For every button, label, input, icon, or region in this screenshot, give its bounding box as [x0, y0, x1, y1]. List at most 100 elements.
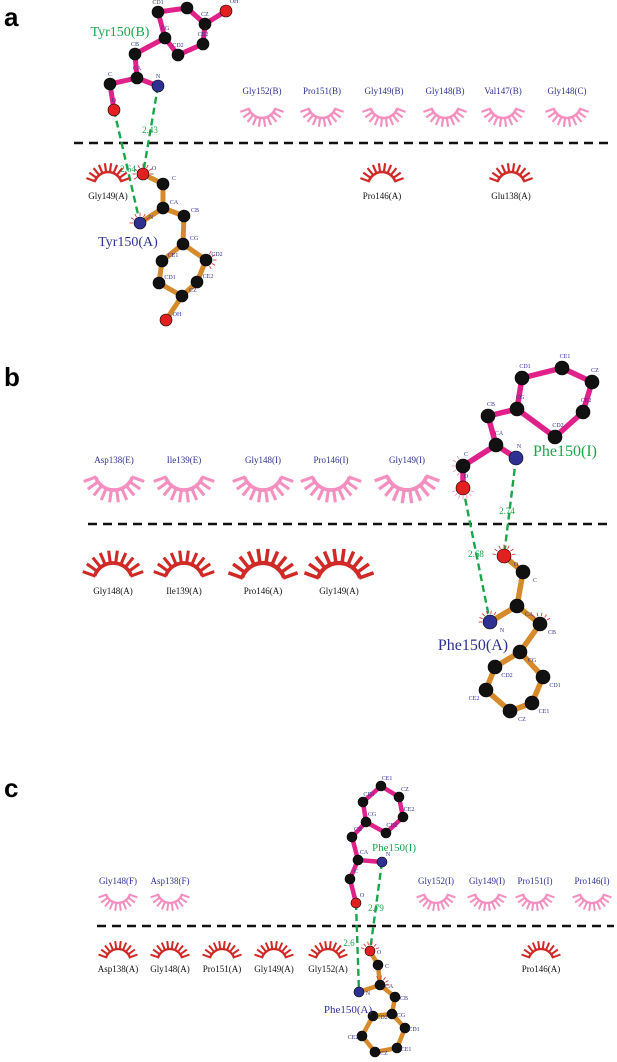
- contact-arc-c-bottom-5: [521, 940, 561, 959]
- contact-arc-b-bottom-3: [303, 548, 375, 580]
- tyr150b-atom-cg: [158, 31, 172, 45]
- phe150i-c-atom-cz: [393, 791, 405, 803]
- phe150a-c-atom-label: CD1: [408, 1027, 419, 1033]
- phe150i-c-atom-label: CD2: [386, 823, 397, 829]
- tyr150b-atom-label: OH: [230, 0, 239, 5]
- phe150a-b-cb-contact-spikes: [532, 612, 551, 621]
- phe150a-b-atom-label: C: [533, 578, 537, 584]
- contact-label-b-top-1: Ile139(E): [167, 455, 201, 465]
- contact-label-a-bottom-0: Gly149(A): [88, 191, 128, 201]
- contact-layer: [82, 107, 612, 959]
- tyr150b-atom-ce1: [180, 1, 194, 15]
- tyr150a-atom-cz: [175, 289, 189, 303]
- contact-label-b-bottom-0: Gly148(A): [93, 586, 133, 596]
- phe150i-c-atom-label: N: [386, 852, 391, 858]
- phe150i-b-atom-c: [455, 458, 471, 474]
- tyr150a-atom-label: CB: [191, 208, 199, 214]
- phe150i-b-atom-label: CB: [487, 402, 495, 408]
- contact-arc-c-bottom-1: [150, 940, 190, 959]
- tyr150a-atom-ce1: [155, 254, 169, 268]
- phe150i-c-atom-label: CD1: [363, 792, 374, 798]
- phe150i-b-c-contact-spikes: [451, 455, 460, 477]
- phe150i-c-atom-cg: [360, 816, 372, 828]
- phe150i-b-atom-label: CA: [495, 431, 504, 437]
- phe150i-c-atom-label: CZ: [401, 787, 409, 793]
- tyr150a-atom-ce2: [190, 275, 204, 289]
- phe150i-c-atom-label: CE1: [382, 776, 393, 782]
- contact-arc-b-top-0: [83, 475, 145, 503]
- phe150a-b-atom-label: CD2: [501, 673, 512, 679]
- phe150a-c-atom-label: CG: [397, 1013, 406, 1019]
- hbond-b-2: [461, 487, 492, 623]
- phe150i-b-atom-cd1: [514, 370, 530, 386]
- hbond-c-2: [354, 902, 361, 993]
- phe150i-b-atom-label: CZ: [591, 368, 599, 374]
- phe150i-b-atom-cd2: [547, 429, 563, 445]
- residue-label-phe150a-b: Phe150(A): [438, 637, 508, 654]
- contact-arc-b-bottom-2: [227, 548, 299, 580]
- contact-arc-a-top-5: [545, 107, 589, 127]
- phe150a-b-atom-cd2: [487, 659, 503, 675]
- phe150i-b-atom-ce2: [575, 404, 591, 420]
- contact-label-a-top-2: Gly149(B): [365, 86, 404, 96]
- phe150i-b-atom-n: [508, 450, 524, 466]
- tyr150b-atom-label: O: [112, 98, 117, 104]
- contact-label-c-bottom-1: Gly148(A): [150, 964, 190, 974]
- tyr150b-atom-label: CA: [133, 66, 142, 72]
- contact-arc-a-bottom-1: [360, 163, 404, 183]
- tyr150a-atom-c: [156, 177, 170, 191]
- phe150a-c-atom-label: CA: [385, 984, 394, 990]
- tyr150b-atom-label: CD2: [172, 43, 183, 49]
- tyr150b-atom-label: CG: [161, 26, 170, 32]
- tyr150a-atom-cg: [176, 237, 190, 251]
- tyr150a-atom-ca: [156, 201, 170, 215]
- phe150a-c-atom-ce2: [356, 1030, 368, 1042]
- phe150a-c-atom-cz: [369, 1046, 381, 1058]
- tyr150a-atom-cb: [177, 209, 191, 223]
- phe150a-b-atom-label: O: [514, 562, 519, 568]
- tyr150a-atom-cd2: [199, 253, 213, 267]
- hbond-b-1: [502, 457, 518, 557]
- contact-label-b-bottom-1: Ile139(A): [166, 586, 202, 596]
- phe150a-c-atom-cb: [389, 991, 401, 1003]
- tyr150a-atom-label: C: [172, 176, 176, 182]
- phe150i-b-atom-label: CE2: [581, 398, 592, 404]
- tyr150b-atom-label: CB: [131, 42, 139, 48]
- tyr150b-atom-label: C: [108, 72, 112, 78]
- phe150a-c-atom-cd2: [367, 1010, 379, 1022]
- phe150i-b-atom-label: CD1: [519, 364, 530, 370]
- tyr150a-atom-oh: [159, 313, 173, 327]
- contact-label-b-bottom-2: Pro146(A): [244, 586, 283, 596]
- contact-label-b-bottom-3: Gly149(A): [319, 586, 359, 596]
- phe150a-b-atom-label: CB: [548, 630, 556, 636]
- phe150i-b-atom-label: O: [464, 474, 469, 480]
- contact-label-c-top-5: Pro146(I): [575, 876, 610, 886]
- contact-label-a-bottom-2: Glu138(A): [491, 191, 531, 201]
- distance-label-c-2: 2.6: [343, 938, 355, 948]
- phe150a-b-atom-cd1: [535, 669, 551, 685]
- tyr150a-atom-n: [133, 216, 147, 230]
- phe150i-c-atom-c: [344, 873, 356, 885]
- phe150a-b-o-contact-spikes: [492, 544, 516, 556]
- contact-label-c-top-1: Asp138(F): [150, 876, 189, 886]
- phe150i-b-atom-ca: [488, 437, 504, 453]
- tyr150b-atom-label: CE2: [198, 32, 209, 38]
- tyr150b-atom-n: [151, 79, 165, 93]
- phe150a-c-atom-o: [364, 945, 376, 957]
- contact-arc-a-top-1: [300, 107, 344, 127]
- contact-arc-c-bottom-2: [202, 940, 242, 959]
- contact-arc-c-top-3: [467, 893, 507, 912]
- phe150a-c-atom-cd1: [399, 1022, 411, 1034]
- label-layer: CD1CE1OHCE2CZCGCD2CBCACONOCNCACBCGCD2CE2…: [88, 0, 609, 1057]
- phe150a-b-atom-ca: [509, 598, 525, 614]
- phe150a-b-atom-c: [515, 564, 531, 580]
- residue-label-phe150i-b: Phe150(I): [533, 443, 597, 460]
- phe150i-b-atom-label: N: [517, 444, 522, 450]
- distance-label-b-2: 2.68: [468, 549, 484, 559]
- contact-arc-c-top-5: [572, 893, 612, 912]
- phe150a-c-atom-label: CE2: [348, 1035, 359, 1041]
- phe150a-c-atom-label: N: [366, 991, 371, 997]
- phe150i-b-atom-label: CG: [516, 395, 525, 401]
- contact-label-a-top-5: Gly148(C): [548, 86, 587, 96]
- tyr150a-atom-label: CE2: [203, 274, 214, 280]
